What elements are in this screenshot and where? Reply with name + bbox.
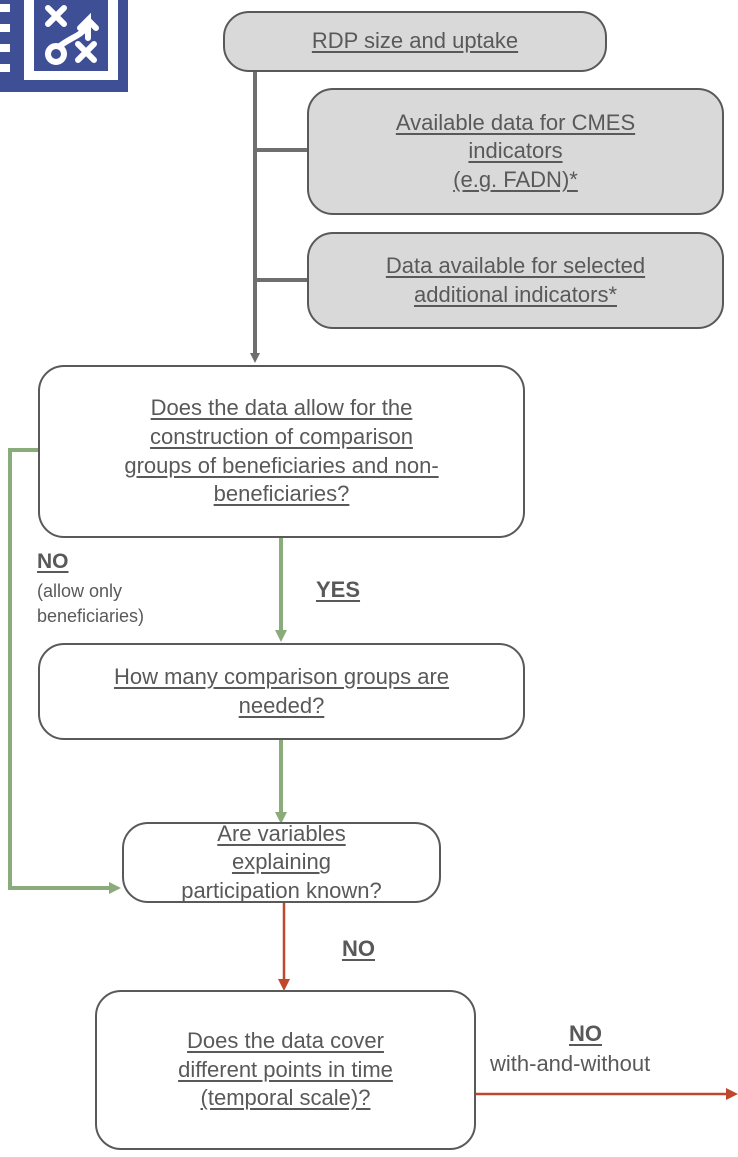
- additional-indicators-node: Data available for selected additional i…: [307, 232, 724, 329]
- comparison-line-3: groups of beneficiaries and non-: [124, 452, 439, 478]
- cmes-line-2: indicators: [468, 138, 563, 164]
- how-many-line-2: needed?: [238, 692, 325, 718]
- no-note-line-2: beneficiaries): [37, 606, 145, 626]
- cmes-line-1: Available data for CMES: [395, 109, 636, 135]
- variables-line-1: Are variables: [217, 820, 346, 846]
- comparison-groups-question: Does the data allow for the construction…: [38, 365, 525, 538]
- no-note-line-1: (allow only: [37, 581, 123, 601]
- additional-line-1: Data available for selected: [385, 252, 646, 278]
- comparison-line-1: Does the data allow for the: [150, 395, 413, 421]
- yes-label: YES: [316, 577, 361, 602]
- variables-line-2: explaining: [231, 849, 332, 875]
- no-label-red: NO: [342, 936, 375, 961]
- comparison-line-2: construction of comparison: [150, 423, 413, 449]
- temporal-line-3: (temporal scale)?: [200, 1085, 371, 1111]
- how-many-groups-question: How many comparison groups are needed?: [38, 643, 525, 740]
- cmes-data-node: Available data for CMES indicators (e.g.…: [307, 88, 724, 215]
- cmes-line-3: (e.g. FADN)*: [453, 166, 578, 192]
- rdp-size-node: RDP size and uptake: [223, 11, 607, 72]
- green-left-no-path: [8, 448, 121, 894]
- temporal-scale-question: Does the data cover different points in …: [95, 990, 476, 1150]
- no-label-temporal: NO: [569, 1021, 602, 1046]
- rdp-line-1: RDP size and uptake: [311, 28, 519, 54]
- comparison-line-4: beneficiaries?: [213, 481, 350, 507]
- additional-line-2: additional indicators*: [413, 281, 618, 307]
- with-and-without-label: with-and-without: [490, 1051, 651, 1076]
- temporal-line-1: Does the data cover: [187, 1028, 384, 1054]
- variables-line-3: participation known?: [181, 877, 382, 903]
- variables-known-question: Are variables explaining participation k…: [122, 820, 441, 903]
- temporal-line-2: different points in time: [178, 1056, 393, 1082]
- how-many-line-1: How many comparison groups are: [113, 663, 450, 689]
- no-label-green: NO: [37, 550, 69, 573]
- strategy-plan-icon: [0, 0, 128, 92]
